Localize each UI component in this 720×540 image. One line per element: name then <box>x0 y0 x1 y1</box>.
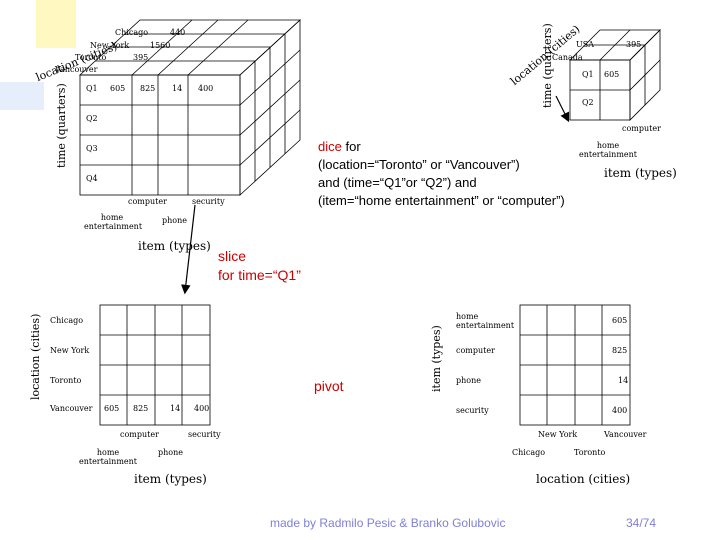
dice-text-line4: (item=“home entertainment” or “computer”… <box>318 193 565 208</box>
slice-arrow <box>181 204 196 295</box>
dice-text-line3: and (time=“Q1”or “Q2”) and <box>318 175 477 190</box>
pivot-city-4: Toronto <box>574 448 606 457</box>
highlight-yellow <box>36 0 76 48</box>
cube-back-value-3: 395 <box>133 53 149 62</box>
slice-row-2: New York <box>50 346 90 355</box>
dice-cube <box>569 29 661 121</box>
slice-item-2: security <box>188 430 221 439</box>
cube-item-2: phone <box>162 216 187 225</box>
dice-description: dice for (location=“Toronto” or “Vancouve… <box>318 138 618 210</box>
cube-quarter-2: Q2 <box>86 114 98 123</box>
slice-row-4: Vancouver <box>50 404 93 413</box>
dice-city-2: Canada <box>552 53 583 62</box>
dice-item-axis-label: item (types) <box>604 166 677 180</box>
dice-arrow <box>555 95 570 123</box>
cube-front-value-4: 400 <box>198 84 214 93</box>
slice-row-1: Chicago <box>50 316 84 325</box>
dice-item-1: home entertainment <box>578 141 638 159</box>
cube-quarter-1: Q1 <box>86 84 98 93</box>
slice-value-2: 825 <box>133 404 149 413</box>
cube-item-axis-label: item (types) <box>138 239 211 253</box>
cube-time-axis-label: time (quarters) <box>55 83 68 168</box>
cube-item-4: security <box>192 197 225 206</box>
pivot-value-2: 825 <box>612 346 628 355</box>
pivot-city-3: Chicago <box>512 448 546 457</box>
slice-value-1: 605 <box>104 404 120 413</box>
cube-back-value-2: 1560 <box>150 41 171 50</box>
slice-ylabel: location (cities) <box>29 313 42 400</box>
slice-text: for time=“Q1” <box>218 267 301 283</box>
slice-grid <box>99 304 211 426</box>
pivot-row-1: home entertainment <box>456 312 515 330</box>
dice-item-2: computer <box>622 124 661 133</box>
cube-city-3: Toronto <box>75 53 107 62</box>
highlight-blue <box>0 82 44 110</box>
cube-back-value-1: 440 <box>170 28 186 37</box>
dice-city-1: USA <box>576 40 594 49</box>
dice-time-axis-label: time (quarters) <box>541 23 554 108</box>
slice-label: slice <box>218 248 247 264</box>
cube-front-value-2: 825 <box>140 84 156 93</box>
dice-text-line1: for <box>341 139 361 154</box>
pivot-value-3: 14 <box>618 376 629 385</box>
dice-value-back: 395 <box>626 40 642 49</box>
pivot-city-1: New York <box>538 430 578 439</box>
main-cube <box>78 19 302 196</box>
page-number: 34/74 <box>626 516 657 530</box>
slice-row-3: Toronto <box>50 376 82 385</box>
cube-quarter-4: Q4 <box>86 174 98 183</box>
slice-item-1: computer <box>120 430 159 439</box>
dice-value-front: 605 <box>604 70 620 79</box>
pivot-ylabel: item (types) <box>430 325 443 392</box>
pivot-label: pivot <box>314 378 344 394</box>
slice-item-4: phone <box>158 448 183 457</box>
slice-value-3: 14 <box>170 404 181 413</box>
cube-front-value-3: 14 <box>172 84 183 93</box>
pivot-row-2: computer <box>456 346 495 355</box>
cube-city-4: Vancouver <box>55 65 98 74</box>
cube-item-3: computer <box>128 197 167 206</box>
pivot-grid <box>519 304 631 426</box>
cube-front-value-1: 605 <box>110 84 126 93</box>
pivot-row-4: security <box>456 406 489 415</box>
slice-value-4: 400 <box>194 404 210 413</box>
dice-text-line2: (location=“Toronto” or “Vancouver”) <box>318 157 520 172</box>
cube-item-1: home entertainment <box>84 213 143 231</box>
pivot-city-2: Vancouver <box>604 430 647 439</box>
cube-city-1: Chicago <box>115 28 149 37</box>
cube-quarter-3: Q3 <box>86 144 98 153</box>
cube-city-2: New York <box>90 41 130 50</box>
pivot-value-4: 400 <box>612 406 628 415</box>
footer-credit: made by Radmilo Pesic & Branko Golubovic <box>270 516 506 530</box>
pivot-value-1: 605 <box>612 316 628 325</box>
slice-item-3: home entertainment <box>78 448 138 466</box>
dice-quarter-1: Q1 <box>582 70 594 79</box>
dice-label: dice <box>318 139 342 154</box>
dice-quarter-2: Q2 <box>582 98 594 107</box>
pivot-xlabel: location (cities) <box>536 472 631 486</box>
slice-xlabel: item (types) <box>134 472 207 486</box>
pivot-row-3: phone <box>456 376 481 385</box>
